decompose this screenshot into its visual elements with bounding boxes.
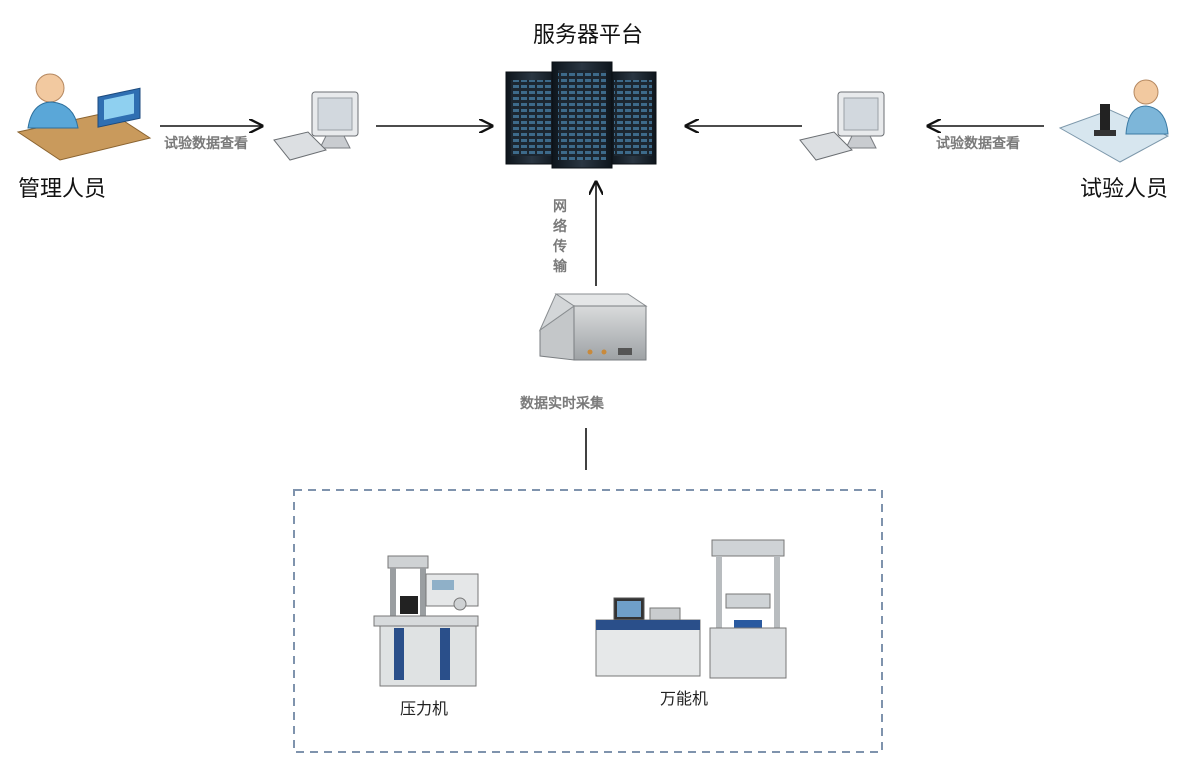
right-edge-label: 试验数据查看 bbox=[936, 135, 1020, 152]
diagram-title: 服务器平台 bbox=[533, 23, 643, 48]
tester-person-icon bbox=[1058, 79, 1170, 163]
left-edge-label: 试验数据查看 bbox=[164, 135, 248, 152]
tester-label: 试验人员 bbox=[1080, 177, 1168, 202]
network-transmission-label: 网 络 传 输 bbox=[552, 199, 568, 275]
data-collector-box-icon bbox=[538, 293, 648, 361]
manager-person-icon bbox=[16, 73, 152, 161]
collector-label: 数据实时采集 bbox=[520, 395, 605, 412]
network-char-4: 输 bbox=[553, 258, 568, 275]
left-computer-icon bbox=[273, 91, 359, 161]
compression-machine-icon bbox=[373, 555, 479, 687]
network-char-3: 传 bbox=[552, 238, 567, 255]
right-computer-icon bbox=[799, 91, 885, 161]
universal-machine-label: 万能机 bbox=[660, 689, 708, 708]
network-char-2: 络 bbox=[553, 218, 567, 235]
universal-machine-icon bbox=[595, 539, 787, 679]
server-rack-icon bbox=[505, 61, 657, 169]
compression-machine-label: 压力机 bbox=[400, 699, 448, 718]
network-char-1: 网 bbox=[553, 199, 567, 215]
manager-label: 管理人员 bbox=[18, 177, 106, 202]
equipment-group-border bbox=[293, 489, 883, 753]
